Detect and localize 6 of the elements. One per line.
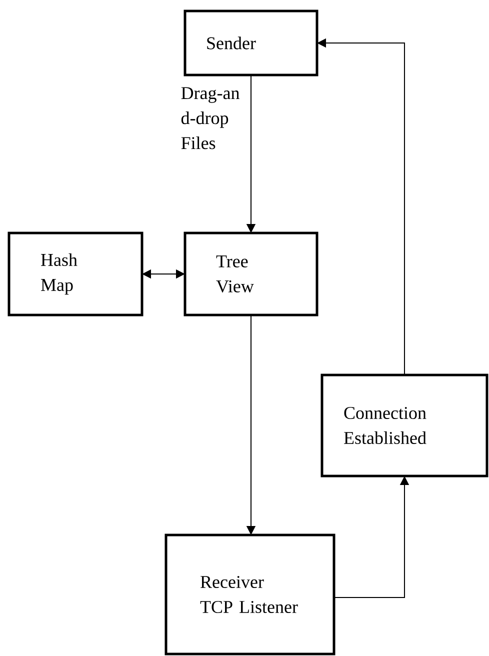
process-box: Connection Established xyxy=(320,374,488,478)
process-box: Tree View xyxy=(184,232,318,316)
process-box: Hash Map xyxy=(8,232,144,316)
process-box: Sender xyxy=(184,10,318,76)
edge-label: Drag-an d-drop Files xyxy=(180,87,243,150)
process-box: Receiver TCP Listener xyxy=(164,534,336,656)
